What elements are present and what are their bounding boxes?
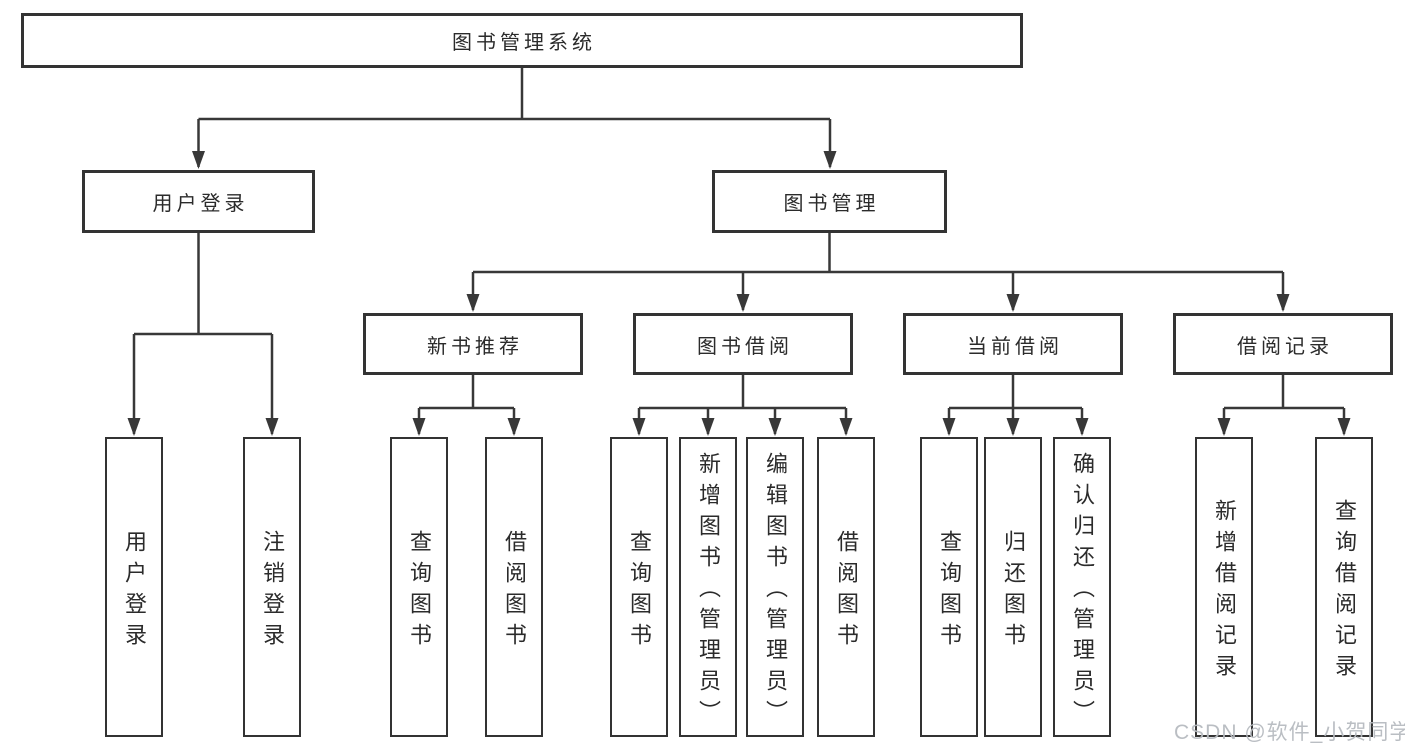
leaf-logout: 注销登录: [243, 437, 301, 737]
node-library-system: 图书管理系统: [21, 13, 1023, 68]
leaf-records-query-record-label: 查询借阅记录: [1332, 498, 1357, 685]
leaf-logout-label: 注销登录: [260, 529, 285, 654]
leaf-current-return-book: 归还图书: [984, 437, 1042, 737]
node-book-management-label: 图书管理: [783, 193, 880, 215]
watermark: CSDN @软件_小贺同学: [1174, 721, 1405, 744]
leaf-current-confirm-return-admin-label: 确认归还（管理员）: [1070, 452, 1095, 731]
leaf-borrow-edit-book-admin: 编辑图书（管理员）: [746, 437, 804, 737]
node-borrow-records: 借阅记录: [1173, 313, 1393, 375]
leaf-records-add-record-label: 新增借阅记录: [1212, 498, 1237, 685]
leaf-borrow-query-book: 查询图书: [610, 437, 668, 737]
leaf-current-return-book-label: 归还图书: [1001, 529, 1026, 654]
leaf-current-confirm-return-admin: 确认归还（管理员）: [1053, 437, 1111, 737]
node-new-book-recommend-label: 新书推荐: [427, 335, 523, 358]
node-current-borrow: 当前借阅: [903, 313, 1123, 375]
leaf-recommend-query-book: 查询图书: [390, 437, 448, 737]
node-user-login-label: 用户登录: [152, 193, 249, 215]
leaf-current-query-book: 查询图书: [920, 437, 978, 737]
leaf-user-login: 用户登录: [105, 437, 163, 737]
node-book-borrow: 图书借阅: [633, 313, 853, 375]
connector-group: [127, 68, 1351, 436]
leaf-borrow-add-book-admin: 新增图书（管理员）: [679, 437, 737, 737]
node-borrow-records-label: 借阅记录: [1237, 335, 1333, 358]
node-library-system-label: 图书管理系统: [452, 32, 596, 54]
leaf-borrow-borrow-book: 借阅图书: [817, 437, 875, 737]
leaf-borrow-edit-book-admin-label: 编辑图书（管理员）: [763, 452, 788, 731]
leaf-records-add-record: 新增借阅记录: [1195, 437, 1253, 737]
leaf-borrow-borrow-book-label: 借阅图书: [834, 529, 859, 654]
leaf-borrow-add-book-admin-label: 新增图书（管理员）: [696, 452, 721, 731]
node-user-login: 用户登录: [82, 170, 315, 233]
leaf-recommend-borrow-book: 借阅图书: [485, 437, 543, 737]
node-new-book-recommend: 新书推荐: [363, 313, 583, 375]
leaf-user-login-label: 用户登录: [122, 529, 147, 654]
leaf-recommend-borrow-book-label: 借阅图书: [502, 529, 527, 654]
leaf-recommend-query-book-label: 查询图书: [407, 529, 432, 654]
node-book-management: 图书管理: [712, 170, 947, 233]
leaf-records-query-record: 查询借阅记录: [1315, 437, 1373, 737]
leaf-current-query-book-label: 查询图书: [937, 529, 962, 654]
leaf-borrow-query-book-label: 查询图书: [627, 529, 652, 654]
node-book-borrow-label: 图书借阅: [697, 335, 793, 358]
node-current-borrow-label: 当前借阅: [967, 335, 1063, 358]
